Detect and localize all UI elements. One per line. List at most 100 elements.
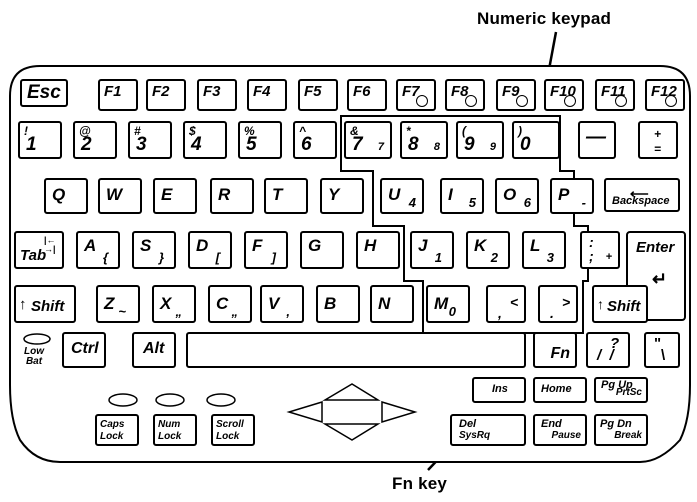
ins-key[interactable]: Ins: [472, 377, 526, 403]
letter-key-d[interactable]: D[: [188, 231, 232, 269]
letter-key-c[interactable]: C„: [208, 285, 252, 323]
letter-key-s[interactable]: S}: [132, 231, 176, 269]
letter-key-x[interactable]: X„: [152, 285, 196, 323]
letter-label: A: [84, 236, 97, 255]
letter-label: Y: [328, 185, 340, 204]
arrow-left-key: [286, 400, 323, 424]
f7-key[interactable]: F7: [396, 79, 436, 111]
left-shift-key[interactable]: ↑ Shift: [14, 285, 76, 323]
letter-label: B: [324, 294, 337, 313]
num-lock-key[interactable]: Num Lock: [153, 414, 197, 446]
tab-key[interactable]: |←→| Tab: [14, 231, 64, 269]
space-bar[interactable]: [186, 332, 526, 368]
f9-key[interactable]: F9: [496, 79, 536, 111]
letter-key-b[interactable]: B: [316, 285, 360, 323]
minus-key[interactable]: —: [578, 121, 616, 159]
keypad-sub-label: 8: [433, 141, 440, 153]
f6-key[interactable]: F6: [347, 79, 387, 111]
alt-key[interactable]: Alt: [132, 332, 176, 368]
letter-label: T: [272, 185, 283, 204]
pgdn-key[interactable]: Pg Dn Break: [594, 414, 648, 446]
end-key[interactable]: End Pause: [533, 414, 587, 446]
scroll-lock-key[interactable]: Scroll Lock: [211, 414, 255, 446]
letter-key-q[interactable]: Q: [44, 178, 88, 214]
letter-key-v[interactable]: V,: [260, 285, 304, 323]
number-key-5[interactable]: %5: [238, 121, 282, 159]
scroll-lock-led: [206, 393, 236, 407]
f4-key[interactable]: F4: [247, 79, 287, 111]
letter-key-t[interactable]: T: [264, 178, 308, 214]
del-key[interactable]: Del SysRq: [450, 414, 526, 446]
f5-key[interactable]: F5: [298, 79, 338, 111]
letter-key-z[interactable]: Z~: [96, 285, 140, 323]
fn-key-callout: Fn key: [392, 474, 448, 493]
low-bat-label: Low Bat: [24, 346, 44, 367]
f-key-label: F8: [451, 83, 469, 100]
arrow-up-key: [322, 383, 381, 401]
quote-key[interactable]: " \: [644, 332, 680, 368]
f3-key[interactable]: F3: [197, 79, 237, 111]
number-key-3[interactable]: #3: [128, 121, 172, 159]
shift-symbol: &: [350, 124, 359, 138]
number-key-0[interactable]: )0: [512, 121, 560, 159]
f2-key[interactable]: F2: [146, 79, 186, 111]
caps-lock-key[interactable]: Caps Lock: [95, 414, 139, 446]
number-key-4[interactable]: $4: [183, 121, 227, 159]
pgup-key[interactable]: Pg Up PrtSc: [594, 377, 648, 403]
home-key[interactable]: Home: [533, 377, 587, 403]
digit-label: 4: [191, 134, 202, 155]
letter-key-y[interactable]: Y: [320, 178, 364, 214]
arrow-down-key: [322, 423, 381, 441]
number-key-1[interactable]: !1: [18, 121, 62, 159]
plus-equal-key[interactable]: + =: [638, 121, 678, 159]
backspace-arrow-icon: ⟵: [630, 186, 649, 201]
letter-key-f[interactable]: F]: [244, 231, 288, 269]
ctrl-key[interactable]: Ctrl: [62, 332, 106, 368]
letter-label: D: [196, 236, 209, 255]
keypad-sub-label: 9: [489, 141, 496, 153]
letter-key-h[interactable]: H: [356, 231, 400, 269]
letter-key-r[interactable]: R: [210, 178, 254, 214]
digit-label: 0: [520, 134, 531, 155]
letter-key-p[interactable]: P-: [550, 178, 594, 214]
letter-label: U: [388, 185, 401, 204]
esc-key[interactable]: Esc: [20, 79, 68, 107]
num-lock-led: [155, 393, 185, 407]
f10-key[interactable]: F10: [544, 79, 584, 111]
period-key[interactable]: > .: [538, 285, 578, 323]
fn-key[interactable]: Fn: [533, 332, 577, 368]
letter-key-a[interactable]: A{: [76, 231, 120, 269]
slash-key[interactable]: ? / /: [586, 332, 630, 368]
letter-key-e[interactable]: E: [153, 178, 197, 214]
keypad-sub-label: 6: [523, 195, 531, 210]
f11-key[interactable]: F11: [595, 79, 635, 111]
sub-label: }: [158, 250, 164, 265]
comma-key[interactable]: < ,: [486, 285, 526, 323]
letter-key-w[interactable]: W: [98, 178, 142, 214]
arrow-right-key: [381, 400, 418, 424]
shift-symbol: ): [518, 124, 522, 138]
f8-key[interactable]: F8: [445, 79, 485, 111]
f12-key[interactable]: F12: [645, 79, 685, 111]
backspace-key[interactable]: ⟵ Backspace: [604, 178, 680, 212]
sub-label: ,: [286, 304, 290, 319]
letter-label: Q: [52, 185, 66, 204]
letter-key-n[interactable]: N: [370, 285, 414, 323]
f1-key[interactable]: F1: [98, 79, 138, 111]
number-key-6[interactable]: ^6: [293, 121, 337, 159]
letter-key-g[interactable]: G: [300, 231, 344, 269]
letter-label: M: [434, 294, 449, 313]
number-key-2[interactable]: @2: [73, 121, 117, 159]
right-shift-key[interactable]: ↑ Shift: [592, 285, 648, 323]
semicolon-key[interactable]: : ; +: [580, 231, 620, 269]
